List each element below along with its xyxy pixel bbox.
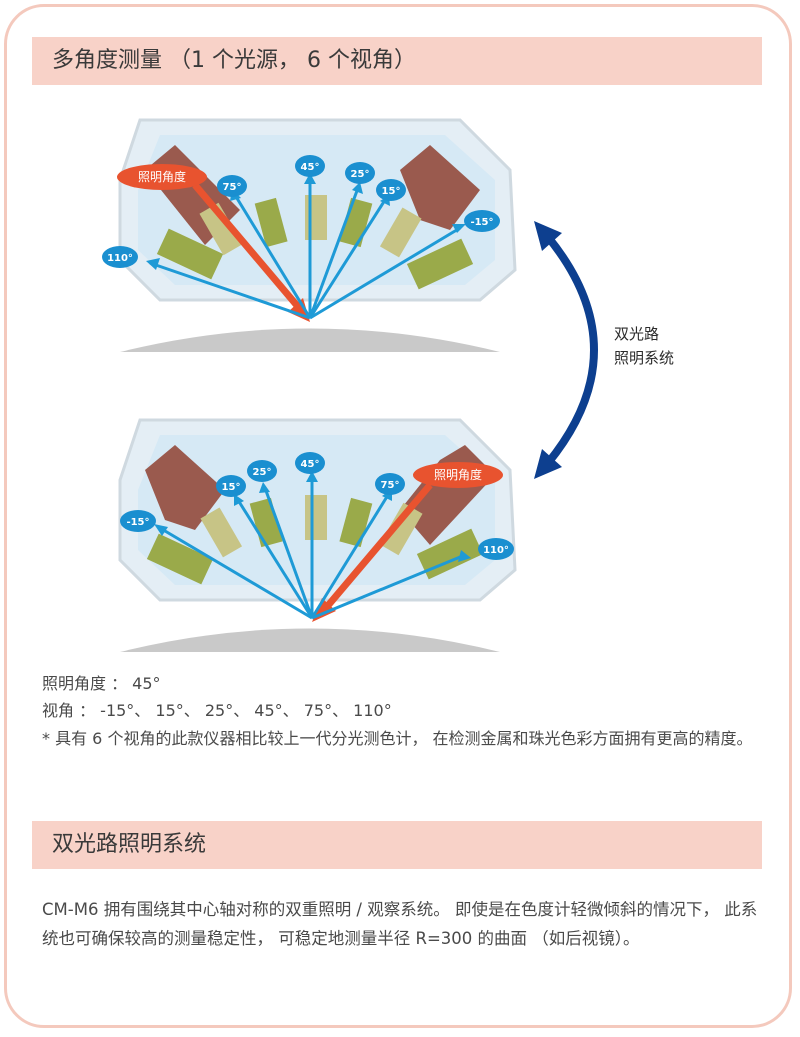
angle-label: 75° xyxy=(223,182,242,193)
angle-label: 15° xyxy=(382,186,401,197)
sample-surface xyxy=(120,328,500,352)
angle-label: 110° xyxy=(483,545,509,556)
dual-path-paragraph: CM-M6 拥有围绕其中心轴对称的双重照明 / 观察系统。 即使是在色度计轻微倾… xyxy=(42,900,758,948)
angle-badge xyxy=(102,246,138,268)
sensor xyxy=(406,238,474,290)
dual-path-curved-arrow xyxy=(534,221,598,479)
angle-badge xyxy=(217,175,247,197)
sensor xyxy=(199,202,243,256)
left-housing xyxy=(145,445,225,530)
section-title-multi-angle: 多角度测量 （1 个光源， 6 个视角） xyxy=(32,37,762,85)
sensor xyxy=(339,197,373,248)
angle-badge xyxy=(295,155,325,177)
angle-label: 25° xyxy=(351,169,370,180)
right-housing xyxy=(400,145,480,230)
dual-path-label-line1: 双光路 xyxy=(614,325,660,343)
illumination-angle-text: 照明角度 ： 45° xyxy=(42,674,161,693)
multi-angle-diagram-top: 照明角度 110° 75° 45° 25° 15° -15° xyxy=(102,118,517,352)
angle-label: 45° xyxy=(301,162,320,173)
multi-angle-diagram-bottom: -15° 15° 25° 45° 75° 110° 照明角度 xyxy=(118,418,517,652)
sensor xyxy=(305,195,327,240)
illumination-badge xyxy=(413,462,503,488)
sensor xyxy=(200,507,243,558)
sensor xyxy=(379,502,423,556)
angle-badge xyxy=(216,475,246,497)
illumination-ray xyxy=(192,182,308,318)
angle-badge xyxy=(478,538,514,560)
sensor xyxy=(305,495,327,540)
angle-badge xyxy=(375,473,405,495)
angle-badge xyxy=(345,162,375,184)
illumination-label: 照明角度 xyxy=(434,467,482,482)
angle-label: 75° xyxy=(381,480,400,491)
sensor xyxy=(339,497,373,548)
dual-path-label: 双光路 照明系统 xyxy=(614,322,674,370)
sensor xyxy=(249,497,283,548)
viewing-rays xyxy=(159,478,466,620)
angle-badge xyxy=(120,510,156,532)
illumination-label: 照明角度 xyxy=(138,169,186,184)
section-title-dual-path: 双光路照明系统 xyxy=(32,821,762,869)
viewing-arrowheads xyxy=(154,471,471,562)
angle-label: 45° xyxy=(301,459,320,470)
illumination-badge xyxy=(117,164,207,190)
sensor xyxy=(146,533,214,585)
viewing-angle-text: 视角 ： -15°、 15°、 25°、 45°、 75°、 110° xyxy=(42,701,392,720)
angle-label: 15° xyxy=(222,482,241,493)
illumination-ray xyxy=(317,482,433,618)
sensor xyxy=(254,197,288,248)
angle-badge xyxy=(295,452,325,474)
dual-path-label-line2: 照明系统 xyxy=(614,349,675,367)
angle-label: 110° xyxy=(107,253,133,264)
angle-label: -15° xyxy=(126,517,149,528)
sensor xyxy=(379,207,422,258)
angle-label: 25° xyxy=(253,467,272,478)
sample-surface xyxy=(120,628,500,652)
angle-badge xyxy=(247,460,277,482)
angle-badge xyxy=(376,179,406,201)
angle-badge xyxy=(464,210,500,232)
footnote-text: * 具有 6 个视角的此款仪器相比较上一代分光测色计， 在检测金属和珠光色彩方面… xyxy=(42,729,753,748)
viewing-rays xyxy=(149,180,461,320)
sensor xyxy=(156,228,224,280)
angle-label: -15° xyxy=(470,217,493,228)
